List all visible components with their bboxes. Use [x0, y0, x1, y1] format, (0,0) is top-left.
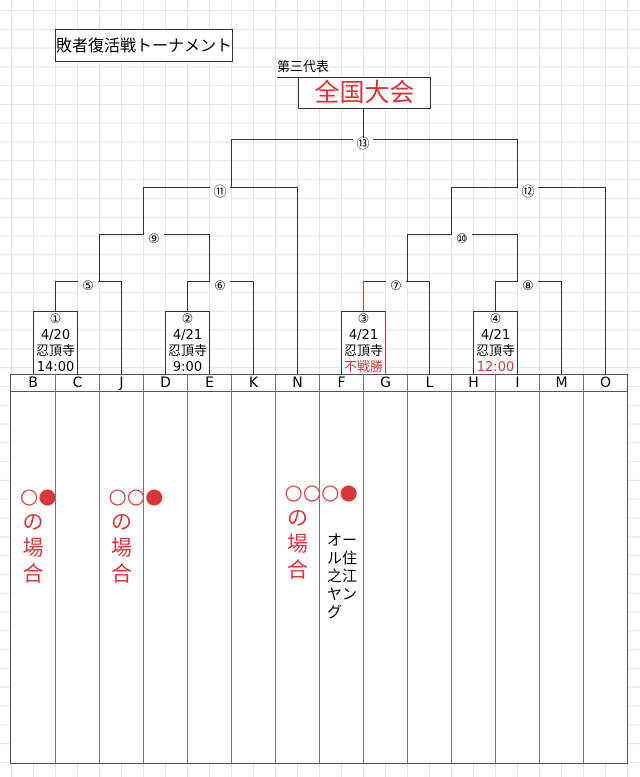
column-F: F オール住之江ヤング [319, 375, 363, 763]
column-O: O [583, 375, 627, 763]
match-date: 4/21 [348, 328, 379, 343]
national-tournament-box: 全国大会 [298, 77, 431, 109]
match-2-box: ② 4/21 忍頂寺 9:00 [165, 311, 210, 375]
column-header: J [100, 375, 143, 392]
column-header: G [364, 375, 407, 392]
column-header: I [496, 375, 539, 392]
column-E: E [187, 375, 231, 763]
match-venue: 忍頂寺 [475, 344, 515, 359]
match-3-box: ③ 4/21 忍頂寺 不戦勝 [341, 311, 386, 375]
column-header: E [188, 375, 231, 392]
column-header: H [452, 375, 495, 392]
match-9-label: ⑨ [144, 233, 164, 247]
column-B: B ○●の場合 [11, 375, 57, 763]
team-name: オール住之江ヤング [327, 531, 358, 621]
column-M: M [539, 375, 583, 763]
match-date: 4/20 [40, 328, 71, 343]
match-number: ③ [357, 312, 370, 327]
column-D: D [143, 375, 187, 763]
match-4-box: ④ 4/21 忍頂寺 12:00 [473, 311, 518, 375]
match-1-box: ① 4/20 忍頂寺 14:00 [33, 311, 78, 375]
match-number: ① [49, 312, 62, 327]
match-date: 4/21 [172, 328, 203, 343]
team-table: B ○●の場合 C J ○○●の場合 D E K N ○○○●の場合 F オール… [10, 374, 628, 764]
match-12-label: ⑫ [518, 186, 538, 200]
note-J: ○○●の場合 [108, 484, 164, 586]
note-N: ○○○●の場合 [284, 480, 358, 582]
column-K: K [231, 375, 275, 763]
match-result: 不戦勝 [343, 360, 383, 375]
match-date: 4/21 [480, 328, 511, 343]
match-11-label: ⑪ [210, 186, 230, 200]
column-header: O [584, 375, 627, 392]
representative-label: 第三代表 [277, 60, 330, 75]
column-header: B [11, 375, 55, 392]
column-header: M [540, 375, 583, 392]
match-7-label: ⑦ [386, 280, 406, 294]
column-H: H [451, 375, 495, 763]
match-number: ② [181, 312, 194, 327]
column-L: L [407, 375, 451, 763]
match-time: 12:00 [476, 360, 515, 375]
column-G: G [363, 375, 407, 763]
match-venue: 忍頂寺 [35, 344, 75, 359]
match-time: 9:00 [172, 360, 203, 375]
divider [277, 77, 298, 78]
column-J: J ○○●の場合 [99, 375, 164, 763]
column-header: F [320, 375, 363, 392]
column-header: L [408, 375, 451, 392]
match-10-label: ⑩ [452, 233, 472, 247]
note-B: ○●の場合 [20, 484, 57, 586]
match-time: 14:00 [36, 360, 75, 375]
column-header: D [144, 375, 187, 392]
match-13-label: ⑬ [353, 138, 373, 152]
match-number: ④ [489, 312, 502, 327]
column-C: C [55, 375, 99, 763]
column-header: C [56, 375, 99, 392]
tournament-title: 敗者復活戦トーナメント [55, 29, 233, 62]
match-venue: 忍頂寺 [167, 344, 207, 359]
column-I: I [495, 375, 539, 763]
match-venue: 忍頂寺 [343, 344, 383, 359]
match-6-label: ⑥ [210, 280, 230, 294]
match-5-label: ⑤ [78, 280, 98, 294]
column-header: K [232, 375, 275, 392]
match-8-label: ⑧ [518, 280, 538, 294]
column-header: N [276, 375, 319, 392]
column-N: N ○○○●の場合 [275, 375, 358, 763]
